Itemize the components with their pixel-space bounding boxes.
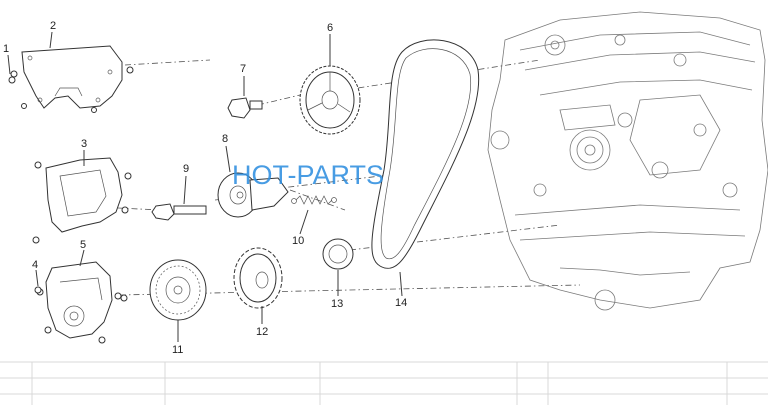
callout-1: 1	[3, 43, 9, 55]
callout-labels: 1 2 3 4 5 6 7 8 9 10 11 12 13 14	[3, 20, 407, 356]
callout-13: 13	[331, 298, 343, 310]
table-grid	[0, 361, 768, 405]
callout-6: 6	[327, 22, 333, 34]
callout-10: 10	[292, 235, 304, 247]
crank-washer	[322, 238, 354, 270]
watermark-text: HOT-PARTS	[232, 160, 384, 190]
callout-14: 14	[395, 297, 407, 309]
upper-timing-cover	[10, 45, 134, 113]
leader-lines	[7, 31, 403, 342]
callout-9: 9	[183, 163, 189, 175]
callout-3: 3	[81, 138, 87, 150]
lower-timing-cover	[36, 261, 122, 344]
tensioner-bolt	[151, 203, 207, 221]
tensioner-spring	[291, 195, 337, 205]
timing-belt	[371, 39, 480, 269]
crankshaft-pulley	[149, 259, 207, 321]
callout-11: 11	[172, 344, 183, 356]
middle-cover	[32, 157, 132, 244]
callout-7: 7	[240, 63, 246, 75]
fasteners	[8, 76, 128, 302]
callout-2: 2	[50, 20, 56, 32]
callout-8: 8	[222, 133, 228, 145]
callout-4: 4	[32, 259, 38, 271]
belt-tensioner	[217, 172, 289, 218]
callout-12: 12	[256, 326, 268, 338]
crankshaft-sprocket	[233, 247, 283, 309]
callout-5: 5	[80, 239, 86, 251]
sprocket-bolt	[227, 97, 263, 119]
engine-block-drawing	[487, 11, 768, 311]
camshaft-sprocket	[299, 65, 361, 135]
